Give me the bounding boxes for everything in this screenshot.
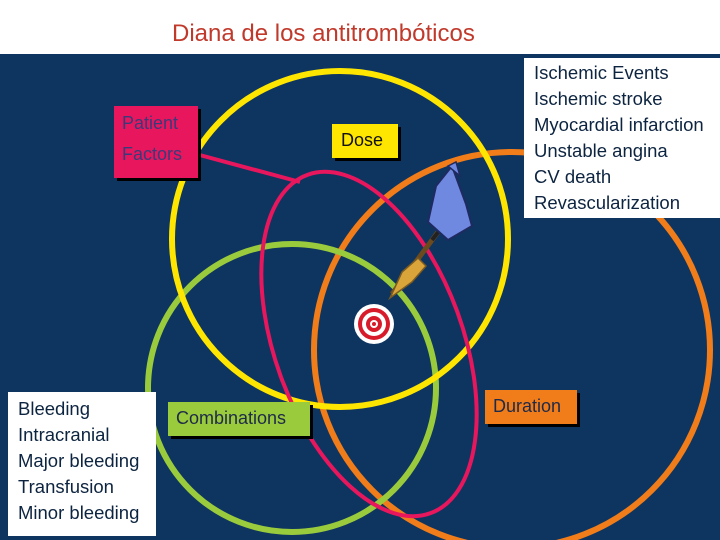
list-item: Intracranial (18, 424, 110, 446)
page-title: Diana de los antitrombóticos (172, 20, 475, 48)
ischemic-heading: Ischemic Events (534, 62, 669, 84)
dose-box: Dose (332, 124, 398, 158)
list-item: Ischemic stroke (534, 88, 663, 110)
ischemic-events-list: Ischemic Events Ischemic stroke Myocardi… (524, 58, 720, 218)
dose-circle (172, 71, 508, 407)
combinations-box: Combinations (168, 402, 310, 436)
combinations-circle (148, 244, 436, 532)
patient-connector-line (196, 154, 300, 182)
list-item: CV death (534, 166, 611, 188)
patient-factors-box: Patient Factors (114, 106, 198, 178)
list-item: Transfusion (18, 476, 114, 498)
list-item: Major bleeding (18, 450, 139, 472)
bleeding-heading: Bleeding (18, 398, 90, 420)
diagram-canvas: Patient Factors Dose Combinations Durati… (0, 54, 720, 540)
dose-label: Dose (341, 130, 383, 151)
factors-label: Factors (122, 144, 182, 165)
list-item: Unstable angina (534, 140, 668, 162)
list-item: Revascularization (534, 192, 680, 214)
duration-box: Duration (485, 390, 577, 424)
patient-label: Patient (122, 113, 178, 134)
combinations-label: Combinations (176, 408, 286, 429)
list-item: Myocardial infarction (534, 114, 704, 136)
target-icon (354, 304, 394, 344)
list-item: Minor bleeding (18, 502, 139, 524)
duration-label: Duration (493, 396, 561, 417)
bleeding-list: Bleeding Intracranial Major bleeding Tra… (8, 392, 156, 536)
title-bar: Diana de los antitrombóticos (0, 0, 720, 54)
